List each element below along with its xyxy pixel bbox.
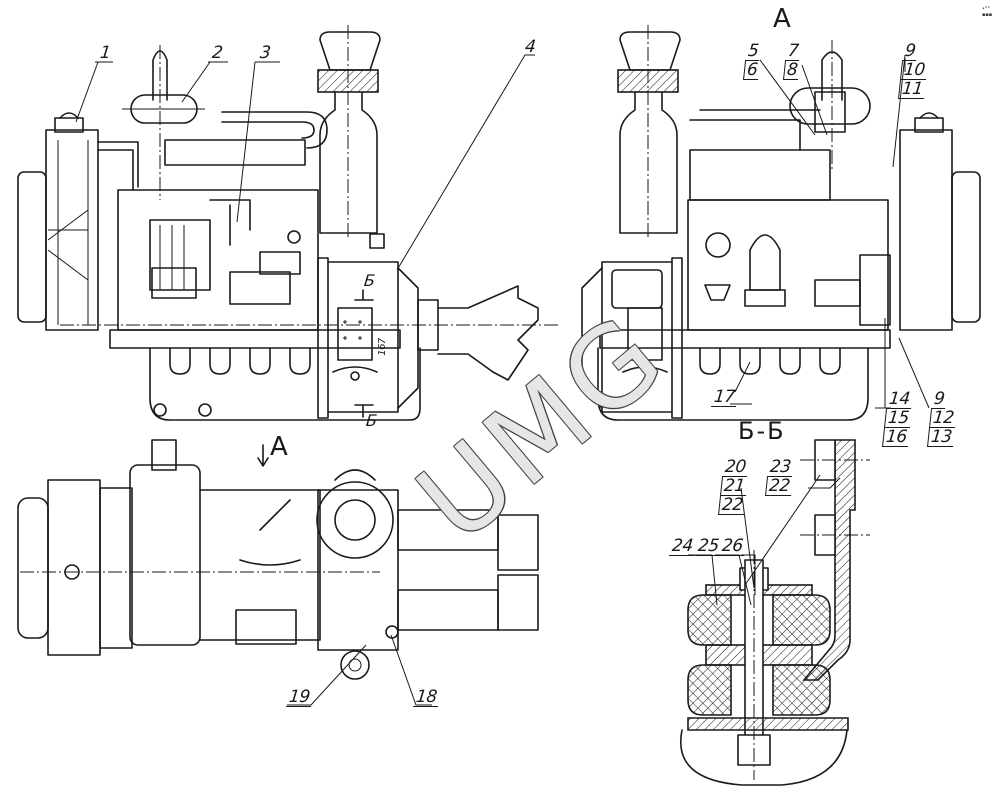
callout-19: 19 <box>286 687 313 707</box>
oil-filter <box>749 234 781 291</box>
radiator-shroud <box>17 171 47 323</box>
engine-mount-top <box>340 650 370 680</box>
air-cleaner-screen <box>317 69 379 93</box>
radiator-cap <box>59 112 79 119</box>
section-title: Б-Б <box>738 417 786 445</box>
engine-mount <box>337 307 373 361</box>
corner-mark: •°° ▪▪▪ <box>982 6 993 18</box>
exhaust-pipe <box>152 50 168 101</box>
air-cleaner-cap <box>319 31 381 71</box>
right-side-view <box>581 25 981 421</box>
view-arrow-a-label: А <box>270 432 288 462</box>
engine-block-top <box>199 489 321 641</box>
radiator-right <box>899 129 953 331</box>
air-cleaner-top <box>129 464 201 646</box>
flywheel-flange <box>317 257 329 419</box>
dimension-167: 167 <box>376 338 388 356</box>
left-side-view <box>17 25 560 421</box>
view-arrow-a <box>257 444 269 467</box>
flywheel-housing-top <box>316 481 394 559</box>
rubber-cushion-upper-left <box>687 594 732 646</box>
view-a-title: А <box>773 4 791 34</box>
oil-pan-right <box>597 347 869 421</box>
top-view-a <box>17 439 539 680</box>
engine-mount-right <box>627 307 663 361</box>
section-mark-bottom: Б <box>365 411 378 430</box>
frame-plate <box>687 717 849 731</box>
rubber-cushion-lower-left <box>687 664 732 716</box>
callout-24: 24 <box>669 536 696 556</box>
starter-top <box>235 609 297 645</box>
radiator <box>45 129 99 331</box>
callout-18: 18 <box>413 687 440 707</box>
rubber-cushion-lower-right <box>772 664 831 716</box>
callout-1: 1 <box>98 43 112 63</box>
callout-17: 17 <box>711 387 738 407</box>
leader-lines <box>75 54 930 706</box>
rubber-cushion-upper-right <box>772 594 831 646</box>
section-mark-top: Б <box>363 271 376 290</box>
frame-beam <box>680 729 848 786</box>
engine-block <box>117 189 319 331</box>
radiator-top <box>17 497 49 639</box>
engine-head-right <box>689 149 831 201</box>
output-shaft-lower <box>397 589 499 631</box>
air-cleaner <box>319 91 378 234</box>
engine-frame-rail <box>109 329 401 349</box>
callout-26: 26 <box>719 536 746 556</box>
radiator-cap-base <box>54 117 84 133</box>
intake-manifold <box>164 139 306 166</box>
flywheel-housing-right <box>601 261 673 413</box>
callout-3: 3 <box>258 43 272 63</box>
shaft-coupling-broken <box>437 285 539 381</box>
fuel-pump <box>149 219 211 291</box>
muffler-right <box>789 87 871 125</box>
starter-motor <box>229 271 291 305</box>
section-b-b <box>680 439 870 786</box>
callout-25: 25 <box>695 536 722 556</box>
callout-2: 2 <box>210 43 224 63</box>
oil-pan <box>149 347 421 421</box>
air-cleaner-right <box>619 91 678 234</box>
callout-4: 4 <box>523 37 537 57</box>
